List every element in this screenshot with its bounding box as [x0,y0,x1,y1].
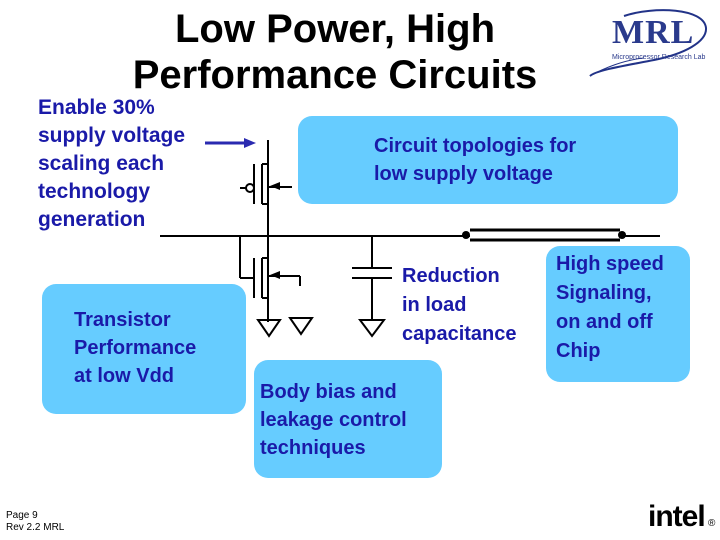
page-footer: Page 9 Rev 2.2 MRL [6,510,64,534]
slide-title: Low Power, High Performance Circuits [110,6,560,98]
intel-logo-text: intel [648,500,706,533]
signaling-text: High speed Signaling, on and off Chip [556,250,664,366]
registered-mark: ® [708,518,716,529]
voltage-line-1: Enable 30% [38,96,155,119]
mrl-logo-subtitle: Microprocessor Research Lab [612,54,706,61]
voltage-line-4: technology [38,180,151,203]
voltage-scaling-text: Enable 30% supply voltage scaling each t… [38,94,185,234]
title-line-1: Low Power, High [174,7,496,51]
transistor-line-2: Performance [74,337,197,359]
reduction-line-2: in load [402,294,467,316]
transistor-line-1: Transistor [74,309,171,331]
voltage-line-3: scaling each [38,152,165,175]
signaling-box [546,246,690,382]
reduction-text: Reduction in load capacitance [402,262,517,349]
body-bias-line-2: leakage control [260,409,407,431]
body-bias-line-3: techniques [260,437,366,459]
reduction-line-3: capacitance [402,323,517,345]
transistor-box [42,284,246,414]
voltage-line-2: supply voltage [38,124,186,147]
revision-label: Rev 2.2 MRL [6,522,65,533]
signaling-line-2: Signaling, [556,282,652,304]
mrl-logo: MRL Microprocessor Research Lab [584,8,710,78]
transistor-line-3: at low Vdd [74,365,174,387]
topology-line-1: Circuit topologies for [374,135,577,157]
topology-box [298,116,678,204]
body-bias-text: Body bias and leakage control techniques [260,378,407,462]
reduction-line-1: Reduction [402,265,500,287]
page-number: Page 9 [6,510,38,521]
intel-logo: intel ® [648,498,718,538]
transistor-text: Transistor Performance at low Vdd [74,306,196,390]
mrl-logo-text: MRL [612,14,695,51]
body-bias-line-1: Body bias and [260,381,397,403]
signaling-line-1: High speed [556,253,664,275]
signaling-line-4: Chip [556,340,601,362]
title-line-2: Performance Circuits [132,53,538,97]
body-bias-box [254,360,442,478]
topology-text: Circuit topologies for low supply voltag… [374,132,576,188]
signaling-line-3: on and off [556,311,653,333]
topology-line-2: low supply voltage [374,163,553,185]
voltage-line-5: generation [38,208,146,231]
